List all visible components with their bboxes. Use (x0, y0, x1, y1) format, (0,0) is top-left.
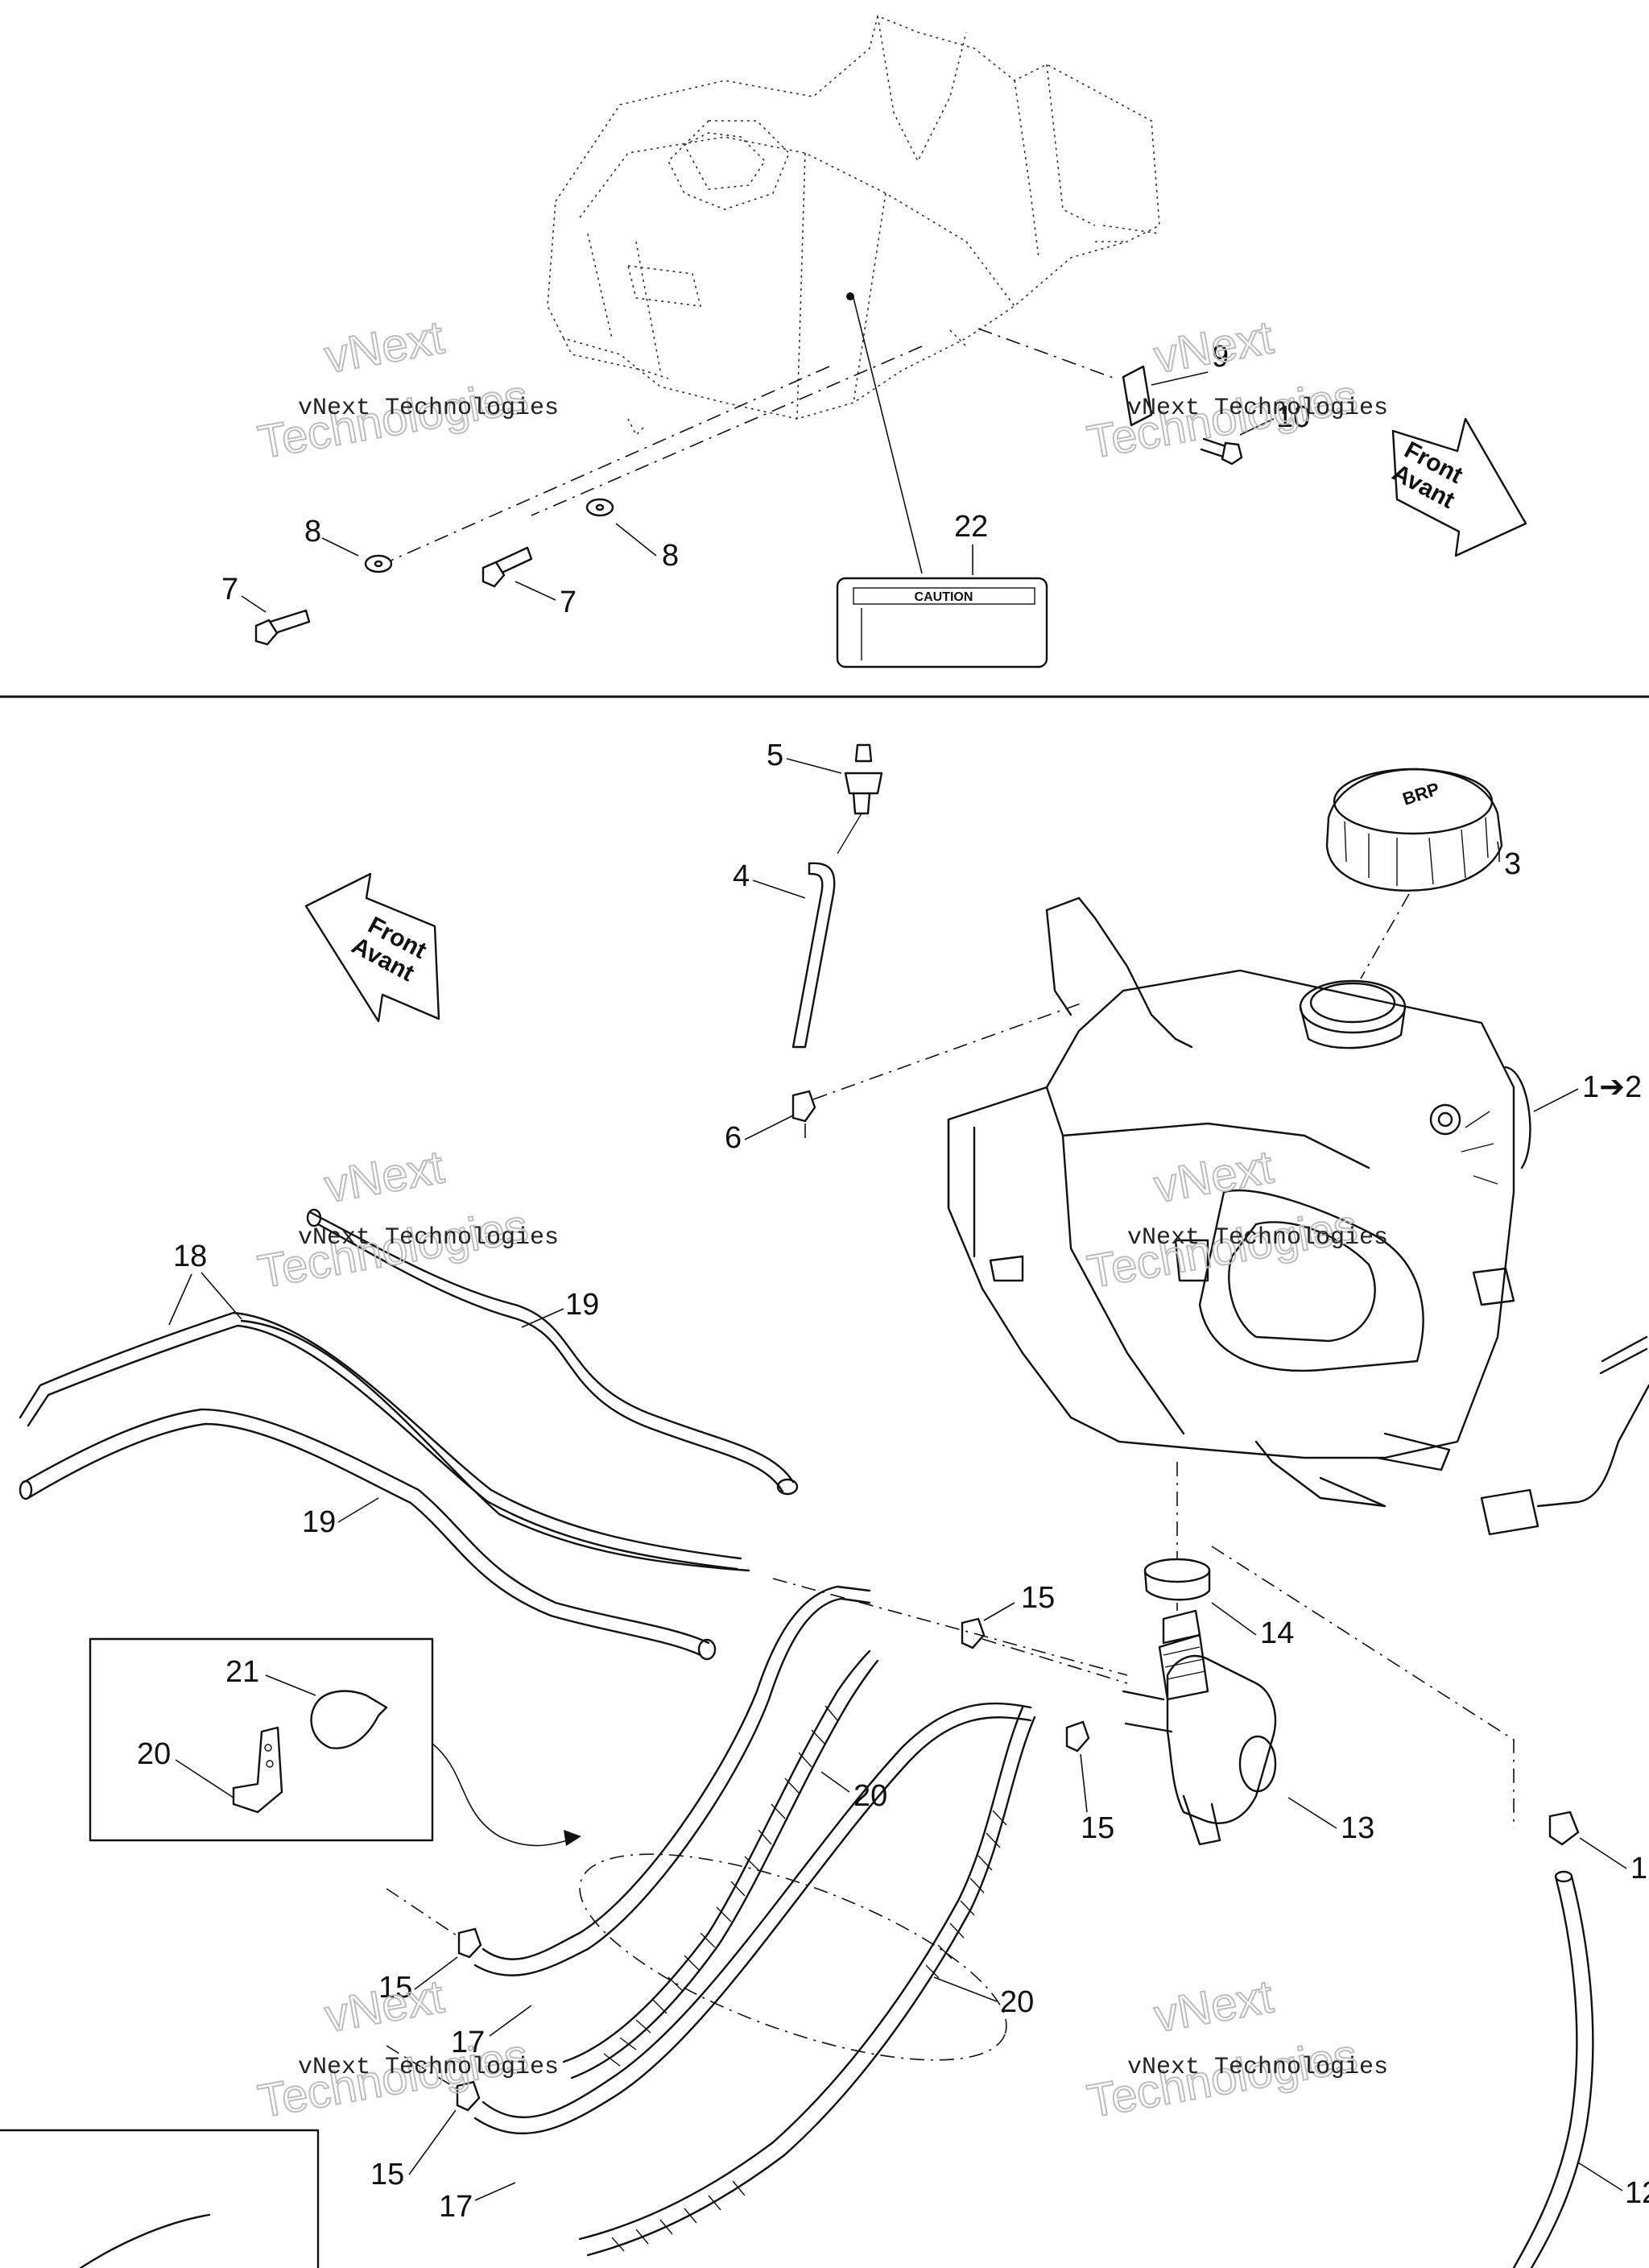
svg-text:1➔2: 1➔2 (1582, 1070, 1642, 1104)
svg-text:19: 19 (565, 1288, 599, 1322)
svg-text:vNext: vNext (1151, 311, 1277, 383)
svg-text:7: 7 (221, 573, 238, 606)
partial-inset-bottom (0, 2129, 320, 2268)
svg-text:15: 15 (1021, 1581, 1055, 1615)
svg-text:20: 20 (1000, 1985, 1034, 2019)
svg-text:4: 4 (733, 859, 750, 893)
svg-text:BRP: BRP (1400, 779, 1442, 809)
fuel-hose-12 (1512, 1870, 1594, 2268)
washer-8-left (364, 554, 393, 573)
svg-text:21: 21 (225, 1655, 259, 1689)
fuel-hose-17-a (473, 1585, 871, 1976)
bolt-7-left (254, 609, 311, 646)
svg-text:20: 20 (853, 1779, 887, 1813)
connector-6 (791, 1090, 816, 1123)
svg-text:14: 14 (1260, 1616, 1294, 1650)
bolt-10 (1200, 437, 1243, 466)
frame-assembly (547, 14, 1160, 437)
fuel-level-sender (1480, 1335, 1649, 1536)
fuel-tank (947, 896, 1531, 1508)
callouts-bottom: 5 4 6 3 1➔2 18 19 19 15 14 20 15 13 21 2… (137, 739, 1649, 2224)
fuel-hose-17-b (473, 1702, 1032, 2135)
clamp-1 (1548, 1811, 1580, 1846)
watermark-6: vNext Technologies vNext Technologies (1083, 1969, 1388, 2129)
fuel-hose-20-b (578, 1706, 1036, 2257)
fuel-hose-19-upper (306, 1208, 799, 1496)
fuel-cap-3: BRP (1325, 768, 1503, 892)
clip-21 (310, 1690, 388, 1749)
check-valve-5 (837, 743, 883, 855)
hose-group-ellipse (579, 1853, 1007, 2061)
svg-text:vNext: vNext (321, 1970, 448, 2042)
svg-text:3: 3 (1504, 847, 1521, 881)
svg-text:vNext Technologies: vNext Technologies (1127, 395, 1388, 422)
svg-text:vNext: vNext (321, 311, 448, 383)
svg-text:vNext: vNext (1151, 1140, 1277, 1213)
front-arrow-top: Front Avant (1388, 417, 1527, 557)
svg-text:12: 12 (1625, 2176, 1649, 2210)
watermark-5: vNext Technologies vNext Technologies (254, 1969, 559, 2129)
clamp-15-d (456, 2080, 481, 2112)
bolt-7-right (481, 546, 533, 588)
svg-text:vNext Technologies: vNext Technologies (298, 2054, 559, 2081)
svg-text:6: 6 (725, 1121, 742, 1155)
svg-text:10: 10 (1276, 400, 1310, 434)
vent-hose-4 (791, 862, 836, 1049)
svg-text:vNext Technologies: vNext Technologies (298, 1224, 559, 1252)
front-arrow-left: Front Avant (304, 872, 440, 1023)
svg-text:8: 8 (662, 539, 679, 573)
washer-8-right (585, 498, 614, 517)
caution-text: CAUTION (915, 590, 973, 604)
svg-text:18: 18 (173, 1240, 207, 1273)
svg-text:15: 15 (1081, 1811, 1114, 1845)
svg-text:vNext: vNext (321, 1140, 448, 1213)
svg-text:vNext Technologies: vNext Technologies (1127, 1224, 1388, 1252)
watermark-1: vNext Technologies vNext Technologies (254, 310, 559, 470)
svg-text:17: 17 (451, 2026, 485, 2059)
svg-text:9: 9 (1212, 340, 1229, 374)
callouts-top: 8 7 8 7 22 9 10 (221, 340, 1310, 619)
bracket-9 (1122, 365, 1153, 427)
svg-text:7: 7 (560, 586, 577, 619)
svg-text:15: 15 (378, 1971, 412, 2005)
clamp-15-b (1065, 1720, 1090, 1753)
clamp-15-c (457, 1927, 482, 1959)
svg-text:15: 15 (370, 2158, 404, 2191)
fuel-hose-18 (19, 1311, 750, 1572)
watermark-3: vNext Technologies vNext Technologies (254, 1140, 559, 1299)
svg-text:vNext: vNext (1151, 1970, 1277, 2042)
bracket-20 (232, 1726, 283, 1814)
svg-text:22: 22 (954, 510, 988, 544)
svg-text:vNext Technologies: vNext Technologies (1127, 2054, 1388, 2081)
caution-label-22: CAUTION (836, 577, 1048, 668)
svg-text:20: 20 (137, 1737, 171, 1771)
svg-text:17: 17 (439, 2190, 473, 2224)
svg-text:1: 1 (1630, 1852, 1647, 1885)
fuel-hose-19-lower (19, 1408, 717, 1661)
svg-text:19: 19 (302, 1505, 336, 1539)
svg-text:8: 8 (304, 515, 321, 548)
svg-text:13: 13 (1341, 1811, 1374, 1845)
svg-text:vNext Technologies: vNext Technologies (298, 395, 559, 422)
clamp-15-a (961, 1617, 986, 1649)
svg-text:5: 5 (767, 739, 783, 772)
fuel-pump-13 (1122, 1609, 1277, 1846)
fuel-hose-20-a (562, 1649, 879, 2080)
watermark-4: vNext Technologies vNext Technologies (1083, 1140, 1388, 1299)
retaining-ring-14 (1143, 1558, 1211, 1601)
detail-inset (89, 1637, 581, 1847)
filler-neck (1299, 979, 1407, 1049)
